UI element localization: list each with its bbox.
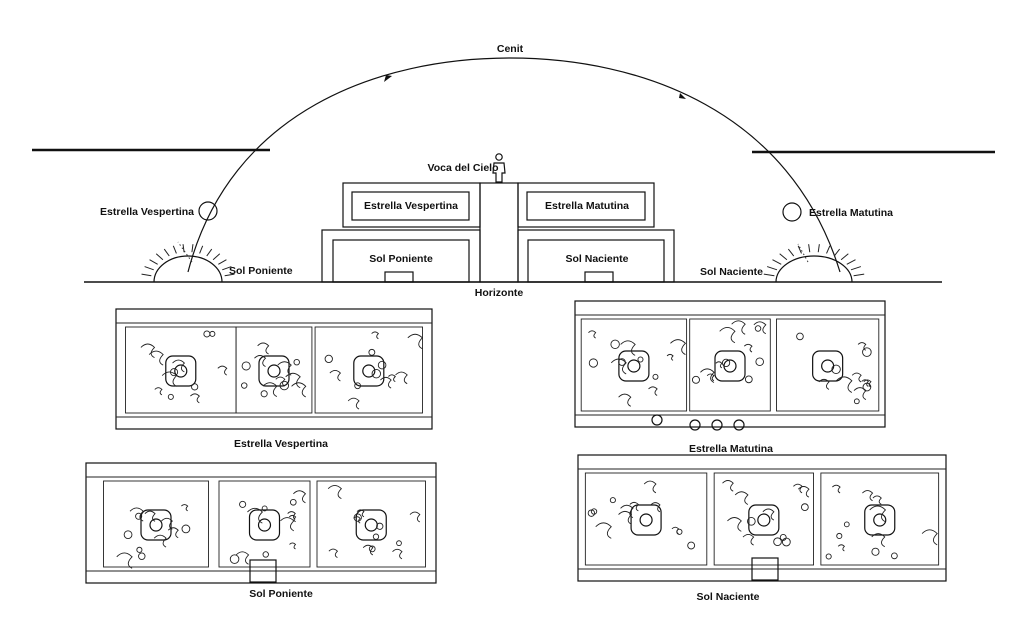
temple-panel-upper-right: Estrella Matutina <box>545 200 629 212</box>
setting-sun-label: Sol Poniente <box>229 265 293 277</box>
rising-sun-label: Sol Naciente <box>700 266 763 278</box>
frieze-caption-bottom-right: Sol Naciente <box>696 591 759 603</box>
morning-star-label: Estrella Matutina <box>809 207 893 219</box>
zenith-label: Cenit <box>497 43 524 55</box>
frieze-evening-star <box>115 308 433 430</box>
observer-figure-icon <box>492 153 506 183</box>
morning-star-icon <box>782 202 802 222</box>
evening-star-icon <box>198 201 218 221</box>
frieze-setting-sun <box>85 462 437 584</box>
sky-vault-label: Voca del Cielo <box>428 162 499 174</box>
setting-sun-icon <box>141 241 235 283</box>
horizon-label: Horizonte <box>475 287 524 299</box>
frieze-caption-top-right: Estrella Matutina <box>689 443 773 455</box>
arc-arrow-left <box>384 75 392 82</box>
temple-panel-lower-left: Sol Poniente <box>369 253 433 265</box>
rising-sun-icon <box>763 243 865 283</box>
arc-arrow-right <box>679 93 686 99</box>
temple-elevation <box>321 153 675 283</box>
evening-star-label: Estrella Vespertina <box>100 206 194 218</box>
frieze-caption-top-left: Estrella Vespertina <box>234 438 328 450</box>
frieze-rising-sun <box>577 454 947 582</box>
frieze-caption-bottom-left: Sol Poniente <box>249 588 313 600</box>
celestial-arc <box>187 57 841 273</box>
temple-panel-upper-left: Estrella Vespertina <box>364 200 458 212</box>
temple-panel-lower-right: Sol Naciente <box>565 253 628 265</box>
frieze-morning-star <box>574 300 886 431</box>
